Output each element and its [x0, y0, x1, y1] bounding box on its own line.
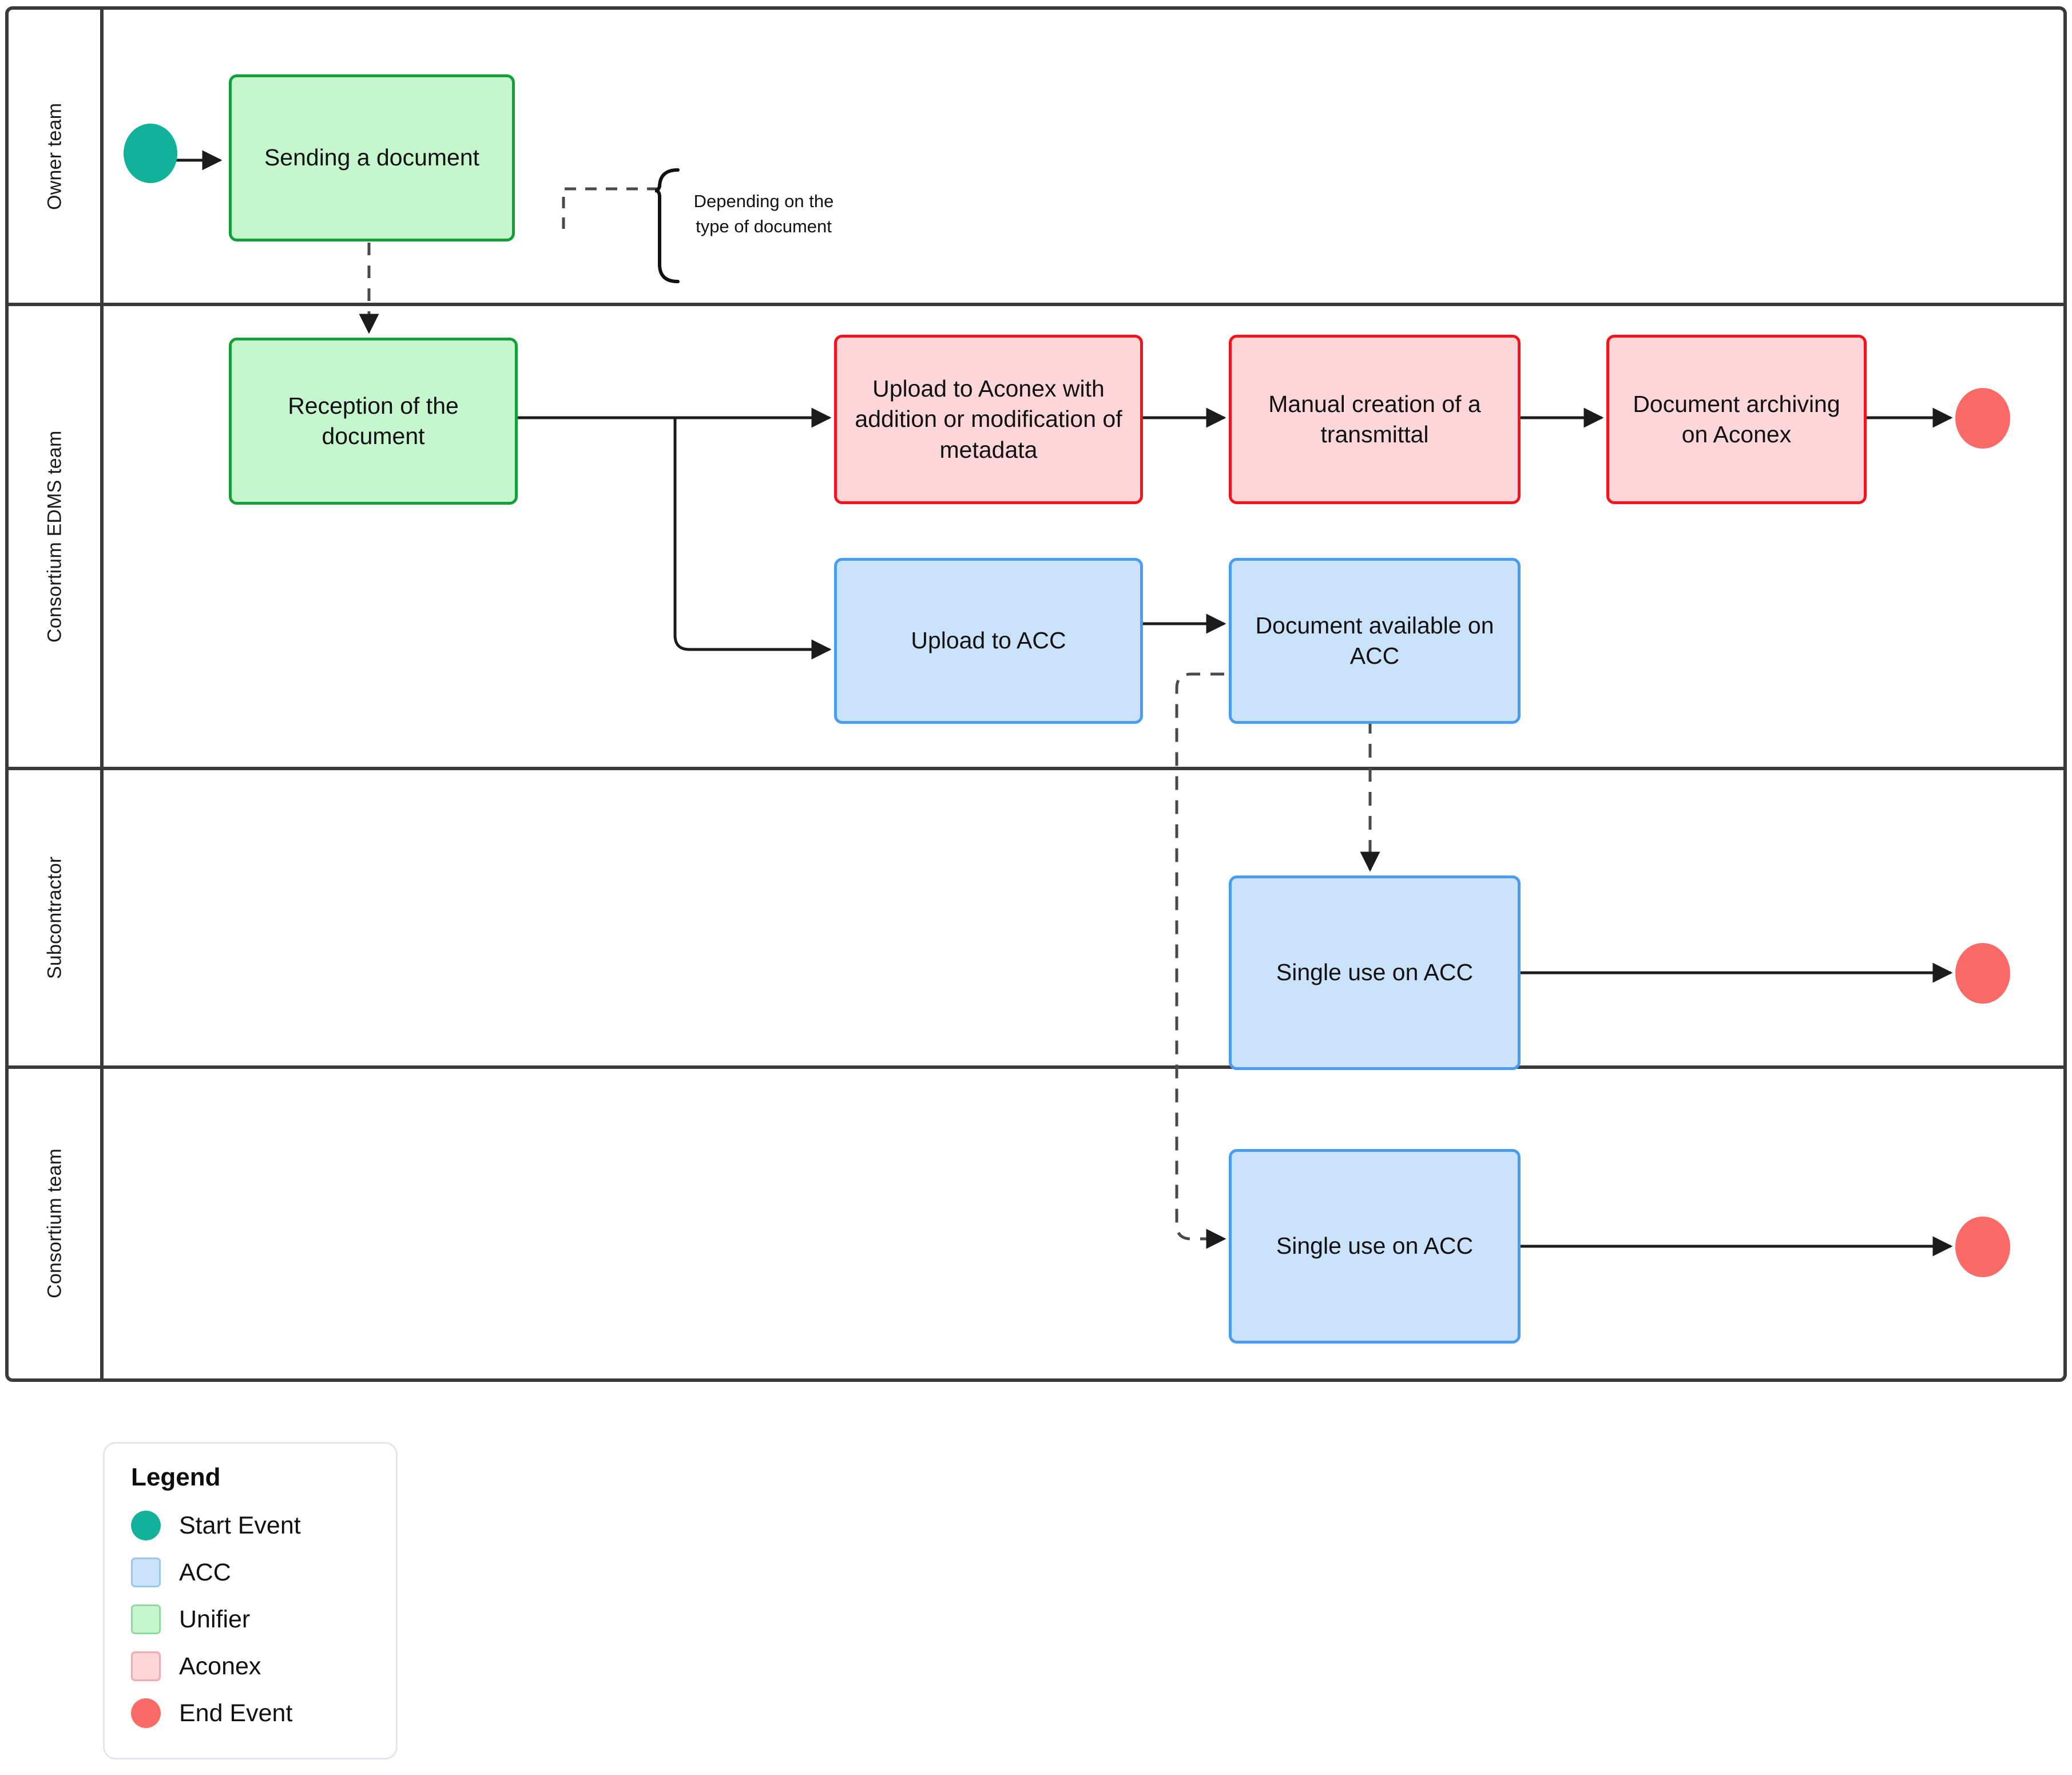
- legend-title: Legend: [131, 1463, 221, 1491]
- legend-item-aconex: Aconex: [131, 1643, 373, 1690]
- legend-item-start-event: Start Event: [131, 1502, 373, 1549]
- end-event-swatch-icon: [131, 1698, 161, 1728]
- legend-label-start-event: Start Event: [179, 1511, 301, 1539]
- acc-swatch-icon: [131, 1558, 161, 1587]
- annotation-depending-on-type-of-document: Depending on the type of document: [693, 191, 834, 237]
- lane-label-consortium-team: Consortium team: [43, 1148, 66, 1299]
- task-upload-to-acc[interactable]: Upload to ACC: [834, 558, 1143, 724]
- lane-label-consortium-edms-team: Consortium EDMS team: [43, 430, 66, 643]
- legend-label-end-event: End Event: [179, 1699, 293, 1727]
- legend-item-unifier: Unifier: [131, 1596, 373, 1643]
- legend-label-acc: ACC: [179, 1558, 231, 1586]
- edge-reception-to-upload-acc: [673, 418, 832, 660]
- task-document-archiving-on-aconex[interactable]: Document archiving on Aconex: [1606, 335, 1867, 504]
- task-reception-of-the-document[interactable]: Reception of the document: [229, 338, 518, 505]
- pool-frame: [5, 6, 2067, 1382]
- end-event-consortium[interactable]: [1955, 1217, 2010, 1277]
- legend-item-end-event: End Event: [131, 1690, 373, 1737]
- aconex-swatch-icon: [131, 1651, 161, 1681]
- task-document-available-on-acc[interactable]: Document available on ACC: [1229, 558, 1521, 724]
- lane-label-subcontractor: Subcontractor: [43, 856, 66, 980]
- task-single-use-on-acc-consortium[interactable]: Single use on ACC: [1229, 1149, 1521, 1344]
- task-sending-a-document[interactable]: Sending a document: [229, 74, 515, 241]
- task-single-use-on-acc-subcontractor[interactable]: Single use on ACC: [1229, 875, 1521, 1070]
- annotation-leader-line: [562, 187, 658, 229]
- end-event-aconex[interactable]: [1955, 388, 2010, 449]
- lane-dividers: [7, 303, 2065, 1069]
- unifier-swatch-icon: [131, 1604, 161, 1634]
- legend-panel: Legend Start Event ACC Unifier Aconex En…: [103, 1442, 398, 1760]
- legend-label-unifier: Unifier: [179, 1605, 251, 1633]
- start-event[interactable]: [124, 124, 177, 183]
- legend-label-aconex: Aconex: [179, 1652, 261, 1680]
- legend-item-acc: ACC: [131, 1549, 373, 1596]
- start-event-swatch-icon: [131, 1511, 161, 1540]
- edge-doc-available-to-single-cons: [1175, 672, 1226, 1249]
- end-event-subcontractor[interactable]: [1955, 943, 2010, 1004]
- annotation-curly-brace: [654, 168, 680, 283]
- task-manual-creation-of-a-transmittal[interactable]: Manual creation of a transmittal: [1229, 335, 1521, 504]
- lane-label-owner-team: Owner team: [43, 102, 66, 210]
- task-upload-to-aconex[interactable]: Upload to Aconex with addition or modifi…: [834, 335, 1143, 504]
